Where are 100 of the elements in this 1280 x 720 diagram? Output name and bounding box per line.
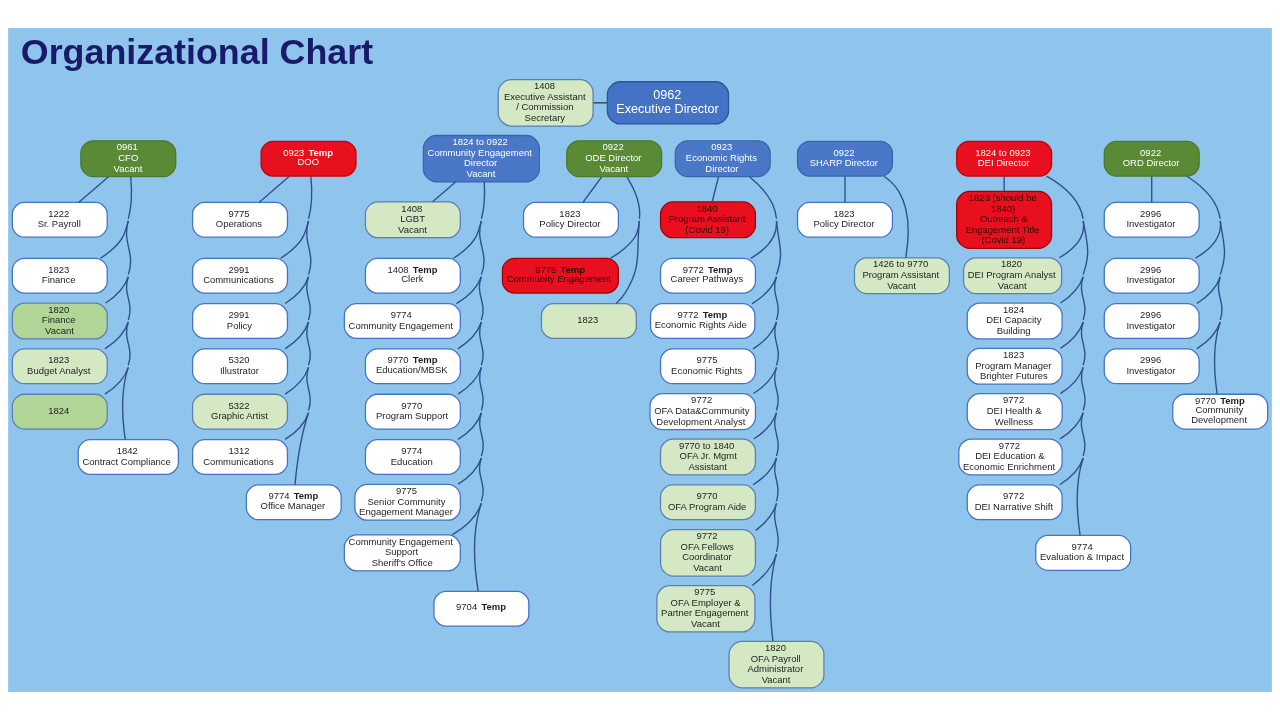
node-box: 9775 Economic Rights (659, 348, 757, 385)
node-box: 1408 Executive Assistant / Commission Secretary (497, 79, 594, 127)
node-box: 1823 Program Manager Brighter Futures (966, 347, 1063, 385)
connector (122, 366, 129, 441)
node-box: 2996 Investigator (1103, 257, 1200, 294)
node-box: 2991 Communications (191, 257, 289, 294)
connector (457, 366, 484, 441)
connector (452, 181, 486, 259)
node-box: 1312 Communications (191, 438, 289, 475)
node-box: 2996 Investigator (1103, 303, 1200, 339)
connector (431, 181, 457, 203)
connector (104, 220, 132, 304)
connector (751, 220, 782, 305)
node-box: 9704 Temp (433, 590, 530, 627)
node-box: 1824 to 0922 Community Engagement Director Vacant (422, 134, 540, 183)
node-box: 0923 Economic Rights Director (674, 140, 771, 178)
node-box: 9774 Education (364, 438, 461, 475)
connector (752, 276, 779, 350)
connector (752, 412, 779, 486)
connector (1059, 321, 1086, 395)
connector (1059, 412, 1086, 486)
node-box: 9772 DEI Narrative Shift (966, 484, 1063, 521)
node-box: 9772 Temp Economic Rights Aide (649, 303, 756, 339)
node-box: 0923 Temp DOO (260, 140, 357, 177)
node-box: 1824 DEI Capacity Building (966, 302, 1063, 340)
diagram-title: Organizational Chart (20, 32, 374, 73)
connector (451, 457, 484, 536)
connector (609, 176, 641, 259)
node-box: 9774 Evaluation & Impact (1035, 534, 1132, 571)
connector (1151, 175, 1153, 204)
connector (1196, 220, 1226, 305)
connector (1196, 276, 1223, 350)
connector (753, 366, 779, 440)
connector (284, 276, 311, 350)
node-box: Community Engagement Support Sheriff's Office (343, 534, 461, 572)
node-box: 9775 Operations (191, 201, 289, 238)
connector (1059, 220, 1089, 304)
connector (844, 175, 846, 204)
connector (284, 220, 312, 305)
node-box: 0922 ODE Director Vacant (566, 140, 663, 178)
node-box: 1408 Temp Clerk (364, 257, 461, 294)
connector (769, 553, 778, 642)
node-box: 1823 Budget Analyst (11, 348, 108, 385)
node-box: 0922 SHARP Director (796, 140, 894, 177)
node-box: 5322 Graphic Artist (191, 393, 289, 430)
node-box: 9775 Senior Community Engagement Manager (354, 483, 461, 521)
connector (78, 176, 110, 204)
connector (1213, 321, 1221, 395)
node-box: 1840 Program Assistant (Covid 19) (659, 201, 757, 239)
node-box: 9774 Temp Office Manager (245, 484, 342, 521)
node-box: 9774 Community Engagement (343, 303, 461, 339)
connector (99, 175, 133, 259)
node-box: 9770 Temp Community Development (1172, 393, 1269, 430)
connector (752, 321, 780, 395)
connector (1003, 175, 1005, 192)
connector (455, 220, 485, 305)
connector (1059, 366, 1086, 440)
node-box: 1426 to 9770 Program Assistant Vacant (853, 257, 950, 295)
node-box: 1823 Policy Director (796, 201, 894, 238)
node-box: 9772 OFA Fellows Coordinator Vacant (659, 529, 757, 577)
connector (751, 502, 779, 587)
connector (1076, 457, 1084, 537)
connector (1045, 175, 1085, 259)
connector (883, 175, 909, 259)
node-box: 2996 Investigator (1103, 348, 1200, 385)
connector (258, 175, 291, 204)
node-box: 9770 Temp Education/MBSK (364, 348, 461, 385)
node-box: 9770 Program Support (364, 393, 461, 430)
connector (582, 176, 603, 204)
node-box: 0922 ORD Director (1103, 140, 1200, 177)
node-box: 5320 Illustrator (191, 348, 289, 385)
node-box: 9770 OFA Program Aide (659, 484, 757, 521)
node-box: 9775 OFA Employer & Partner Engagement Vacant (656, 584, 756, 633)
connector (748, 176, 778, 259)
node-box: 1823 (should be 1840) Outreach & Engagement Title (Covid 19) (956, 190, 1053, 249)
node-box: 1824 to 0923 DEI Director (956, 140, 1053, 177)
connector (615, 220, 641, 305)
node-box: 1824 (11, 393, 108, 430)
connector (457, 276, 484, 350)
node-box: 1222 Sr. Payroll (11, 201, 108, 238)
connector (1186, 175, 1222, 259)
connector (279, 175, 313, 259)
connector (457, 412, 484, 485)
node-box: 9772 OFA Data&Community Development Analyst (649, 393, 757, 431)
node-box: 9772 DEI Health & Wellness (966, 393, 1063, 431)
node-box: 1820 Finance Vacant (11, 302, 108, 340)
node-box: 1823 Finance (11, 257, 108, 294)
node-box: 1823 Policy Director (522, 201, 619, 238)
connector (1059, 276, 1086, 350)
connector (592, 102, 608, 104)
node-box: 0961 CFO Vacant (80, 140, 177, 178)
node-box: 1842 Contract Compliance (77, 438, 179, 475)
node-box: 1820 OFA Payroll Administrator Vacant (728, 640, 825, 689)
node-box: 9770 to 1840 OFA Jr. Mgmt Assistant (659, 438, 757, 476)
node-box: 9775 Temp Community Engagement (501, 257, 619, 294)
node-box: 2991 Policy (191, 303, 289, 339)
node-box: 2996 Investigator (1103, 201, 1200, 238)
node-box: 1823 (540, 303, 637, 339)
connector (104, 276, 131, 350)
connector (284, 366, 311, 441)
